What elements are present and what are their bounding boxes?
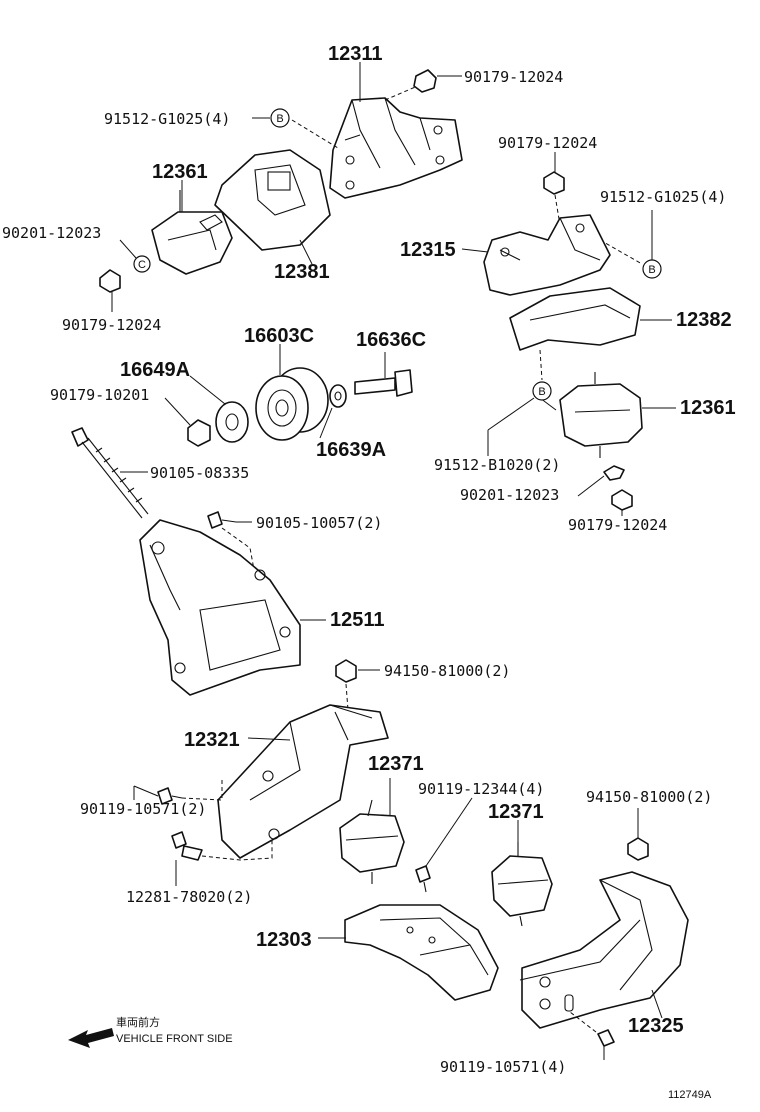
bolt-90119-left — [157, 787, 183, 805]
label-94150-81000-a: 94150-81000(2) — [384, 662, 510, 680]
label-12381: 12381 — [274, 261, 330, 283]
label-12382: 12382 — [676, 309, 732, 331]
bolt-90105-10057 — [207, 511, 237, 529]
svg-text:B: B — [276, 113, 283, 125]
mount-12361-right — [559, 372, 643, 458]
label-vehicle-en: VEHICLE FRONT SIDE — [116, 1033, 233, 1045]
label-12511: 12511 — [330, 609, 385, 631]
label-12311: 12311 — [328, 43, 383, 65]
washer-16649A — [215, 401, 249, 443]
bracket-12315 — [483, 214, 611, 296]
label-16649a: 16649A — [120, 359, 190, 381]
bolt-90119-bottom — [597, 1029, 615, 1047]
label-12371-a: 12371 — [368, 753, 424, 775]
mount-12371-left — [339, 799, 405, 884]
label-94150-81000-b: 94150-81000(2) — [586, 788, 712, 806]
bracket-12325 — [519, 871, 689, 1029]
label-90179-12024-a: 90179-12024 — [464, 68, 563, 86]
bracket-12321 — [217, 704, 389, 859]
label-90119-12344: 90119-12344(4) — [418, 780, 544, 798]
label-90201-12023-a: 90201-12023 — [2, 224, 101, 242]
ref-b-circle-3: B — [532, 381, 552, 401]
label-91512-b1020: 91512-B1020(2) — [434, 456, 560, 474]
label-12325: 12325 — [628, 1015, 684, 1037]
bolt-90119-12344 — [415, 865, 431, 893]
svg-text:C: C — [138, 259, 146, 271]
label-12315: 12315 — [400, 239, 456, 261]
label-90105-08335: 90105-08335 — [150, 464, 249, 482]
washer-90201-right — [603, 465, 625, 481]
bolt-90105-08335 — [71, 427, 149, 519]
mount-12361-left — [151, 190, 233, 275]
nut-94150-middle — [335, 659, 357, 683]
label-90201-12023-b: 90201-12023 — [460, 486, 559, 504]
label-91512-g1025-b: 91512-G1025(4) — [600, 188, 726, 206]
label-90179-12024-d: 90179-12024 — [568, 516, 667, 534]
label-12361-b: 12361 — [680, 397, 736, 419]
bracket-12311 — [329, 97, 463, 199]
label-12321: 12321 — [184, 729, 240, 751]
bolt-16636C — [354, 369, 413, 397]
label-16603c: 16603C — [244, 325, 314, 347]
pulley-16603C — [255, 367, 329, 441]
bracket-12511 — [139, 519, 301, 696]
nut-90179-left — [99, 269, 121, 293]
insulator-12382 — [509, 287, 641, 351]
label-12281-78020: 12281-78020(2) — [126, 888, 252, 906]
figure-id: 112749A — [668, 1089, 712, 1101]
label-90119-10571-b: 90119-10571(4) — [440, 1058, 566, 1076]
mount-12371-right — [491, 842, 553, 927]
stud-12281 — [171, 831, 203, 861]
label-vehicle-jp: 車両前方 — [116, 1015, 160, 1029]
label-91512-g1025-a: 91512-G1025(4) — [104, 110, 230, 128]
insulator-12381 — [214, 149, 331, 251]
ref-b-circle-1: B — [252, 108, 290, 128]
vehicle-front-arrow-icon — [68, 1028, 114, 1048]
label-12303: 12303 — [256, 929, 312, 951]
label-90179-12024-b: 90179-12024 — [62, 316, 161, 334]
nut-90179-right-top — [543, 171, 565, 195]
crossmember-12303 — [344, 904, 499, 1001]
nut-90179-top — [413, 69, 437, 93]
label-16639a: 16639A — [316, 439, 386, 461]
nut-90179-right — [611, 489, 633, 511]
label-90119-10571-a: 90119-10571(2) — [80, 800, 206, 818]
nut-94150-right — [627, 837, 649, 861]
label-90179-10201: 90179-10201 — [50, 386, 149, 404]
label-90105-10057: 90105-10057(2) — [256, 514, 382, 532]
svg-text:B: B — [538, 386, 545, 398]
ref-c-circle: C — [133, 255, 151, 273]
washer-16639A — [329, 384, 347, 408]
label-12371-b: 12371 — [488, 801, 544, 823]
svg-text:B: B — [648, 264, 655, 276]
nut-90179-10201 — [187, 419, 211, 447]
label-12361-a: 12361 — [152, 161, 208, 183]
label-16636c: 16636C — [356, 329, 426, 351]
ref-b-circle-2: B — [642, 210, 662, 279]
label-90179-12024-c: 90179-12024 — [498, 134, 597, 152]
